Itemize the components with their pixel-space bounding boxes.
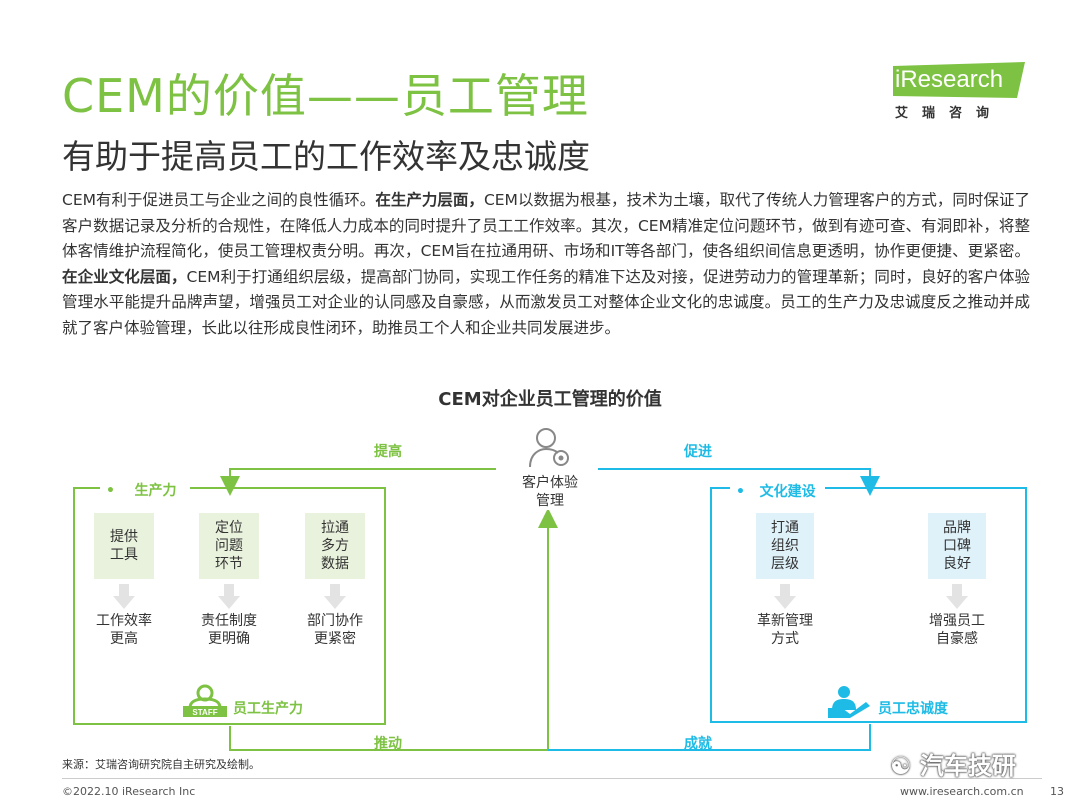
culture-heading: • 文化建设	[730, 481, 822, 501]
arrow-label-promote: 促进	[684, 444, 712, 460]
logo-banner-icon	[893, 62, 1025, 98]
watermark: ☯ 汽车技研	[890, 746, 1016, 781]
left-result-3: 部门协作 更紧密	[307, 613, 363, 647]
right-box-1: 打通 组织 层级	[756, 513, 814, 579]
arrow-label-improve: 提高	[374, 444, 402, 460]
right-result-1: 革新管理 方式	[757, 613, 813, 647]
productivity-heading-text: 生产力	[134, 483, 177, 499]
logo-text: iResearch	[895, 66, 1004, 93]
left-box-3: 拉通 多方 数据	[305, 513, 365, 579]
body-paragraph: CEM有利于促进员工与企业之间的良性循环。在生产力层面，CEM以数据为根基，技术…	[62, 188, 1030, 341]
footer-divider	[62, 778, 1042, 779]
arrow-label-achieve: 成就	[684, 736, 712, 752]
body-bold-1: 在生产力层面，	[375, 191, 484, 209]
down-arrow-icon	[946, 584, 968, 609]
body-text-3: CEM利于打通组织层级，提高部门协同，实现工作任务的精准下达及对接，促进劳动力的…	[62, 267, 1030, 337]
page-number: 13	[1050, 785, 1064, 798]
down-arrow-icon	[324, 584, 346, 609]
left-result-1: 工作效率 更高	[96, 613, 152, 647]
body-text-1: CEM有利于促进员工与企业之间的良性循环。	[62, 191, 376, 209]
loyalty-icon	[828, 686, 870, 718]
productivity-heading: • 生产力	[100, 480, 183, 500]
staff-badge-text: STAFF	[192, 708, 217, 717]
body-text-2: CEM以数据为根基，技术为土壤，取代了传统人力管理客户的方式，同时保证了客户数据…	[62, 191, 1030, 260]
customer-experience-icon	[529, 428, 569, 468]
page-title: CEM的价值——员工管理	[62, 69, 589, 123]
down-arrow-icon	[774, 584, 796, 609]
iresearch-logo: iResearch 艾瑞咨询	[893, 62, 1033, 122]
right-box-2: 品牌 口碑 良好	[928, 513, 986, 579]
wechat-icon: ☯	[890, 752, 912, 780]
arrow-label-drive: 推动	[374, 736, 402, 752]
productivity-footer: 员工生产力	[233, 701, 303, 717]
left-box-2: 定位 问题 环节	[199, 513, 259, 579]
down-arrow-icon	[113, 584, 135, 609]
diagram-title: CEM对企业员工管理的价值	[438, 389, 662, 410]
logo-subtitle: 艾瑞咨询	[895, 106, 1004, 121]
center-label: 客户体验 管理	[498, 474, 602, 510]
left-frame	[73, 487, 386, 725]
loyalty-footer: 员工忠诚度	[878, 701, 948, 717]
copyright: ©2022.10 iResearch Inc	[62, 785, 196, 798]
website-link[interactable]: www.iresearch.com.cn	[900, 785, 1024, 798]
staff-icon: STAFF	[183, 684, 227, 717]
bullet-icon: •	[736, 484, 745, 500]
left-box-1: 提供 工具	[94, 513, 154, 579]
body-bold-2: 在企业文化层面，	[62, 267, 187, 286]
right-frame	[710, 487, 1027, 723]
left-result-2: 责任制度 更明确	[201, 613, 257, 647]
watermark-text: 汽车技研	[919, 752, 1016, 780]
right-result-2: 增强员工 自豪感	[929, 613, 985, 647]
source-note: 来源：艾瑞咨询研究院自主研究及绘制。	[62, 758, 260, 771]
culture-heading-text: 文化建设	[759, 484, 816, 500]
bullet-icon: •	[106, 483, 115, 499]
page-subtitle: 有助于提高员工的工作效率及忠诚度	[62, 137, 590, 176]
down-arrow-icon	[218, 584, 240, 609]
